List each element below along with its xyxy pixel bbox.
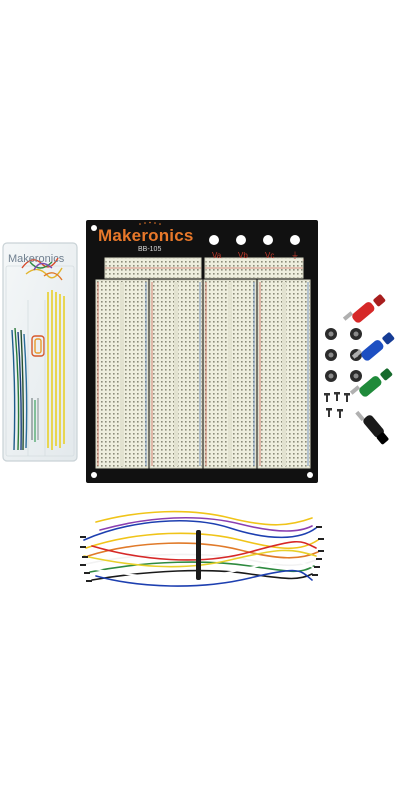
small-wire-coil <box>31 335 45 357</box>
yellow-wires <box>47 290 65 450</box>
short-wires-lower <box>31 398 39 442</box>
jumper-wire-bundle <box>83 510 319 587</box>
rail-label-vc: Vc <box>265 251 275 260</box>
jumper-wire-pins <box>80 526 324 582</box>
binding-post-black <box>355 410 389 445</box>
brand-dots <box>139 221 161 225</box>
binding-post-red <box>342 294 386 323</box>
jumper-wire-kit-box <box>2 242 78 462</box>
rubber-feet <box>325 328 362 382</box>
cable-tie <box>196 530 201 580</box>
model-number: BB-105 <box>138 246 162 253</box>
brand-logo-text: Makeronics <box>98 226 194 245</box>
mounting-screws <box>324 392 350 418</box>
rail-label-va: Va <box>212 251 222 260</box>
kit-box-label: Makeronics <box>8 253 65 265</box>
top-breadboard-strips <box>104 257 304 279</box>
rail-label-vb: Vb <box>238 251 248 260</box>
short-wire-tangle <box>21 257 63 281</box>
post-hole-gnd <box>290 235 300 245</box>
breadboard-columns <box>95 279 311 469</box>
binding-post-blue <box>351 332 395 361</box>
post-hole-va <box>209 235 219 245</box>
post-hole-vc <box>263 235 273 245</box>
post-hole-vb <box>236 235 246 245</box>
ground-symbol-icon: ⏚ <box>291 251 299 260</box>
binding-post-green <box>349 368 393 397</box>
colored-wire-bundle <box>11 327 28 451</box>
